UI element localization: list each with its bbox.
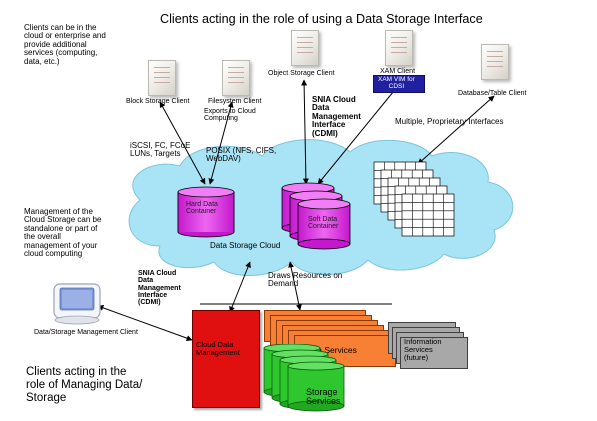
database-table-grids [373,161,455,237]
xam-client-label: XAM Client [380,68,416,75]
hard-container-label: Hard Data Container [186,201,218,216]
soft-data-container-shape [281,182,351,250]
filesystem-client-icon [222,60,250,96]
cdmi-left-label: SNIA Cloud Data Management Interface (CD… [138,270,181,307]
cloud-data-management-box: Cloud Data Management [192,310,260,408]
xam-client-icon [385,30,413,66]
top-title: Clients acting in the role of using a Da… [160,12,483,26]
storage-services-stack [263,344,345,412]
filesystem-client-label: Filesystem Client [208,98,262,105]
database-client-icon [481,44,509,80]
block-storage-client-label: Block Storage Client [126,98,190,105]
object-storage-client-label: Object Storage Client [268,70,335,77]
database-client-label: Database/Table Client [458,90,527,97]
arrow-xam-to-soft [317,85,399,185]
block-storage-client-icon [148,60,176,96]
arrow-db-to-tables [417,95,495,165]
arrow-fs-to-hard [208,101,234,185]
exports-label: Exports to Cloud Computing [204,108,256,123]
clients-cloud-note: Clients can be in the cloud or enterpris… [24,23,106,66]
cdmi-top-label: SNIA Cloud Data Management Interface (CD… [312,95,361,138]
posix-label: POSIX (NFS, CIFS, WebDAV) [206,146,277,164]
storage-services-label: Storage Services [306,387,341,407]
xam-vim-label: XAM VIM for CDSI [378,76,415,90]
bottom-title: Clients acting in the role of Managing D… [26,366,143,404]
arrow-mgmt-client-to-cloud [97,305,193,341]
arrow-cloud-to-services [288,261,302,311]
object-storage-client-icon [291,30,319,66]
soft-container-label: Soft Data Container [308,216,339,231]
hard-data-container-shape [177,186,235,238]
table-grid-icon [401,193,455,237]
proprietary-label: Multiple, Proprietary Interfaces [395,117,504,126]
arrow-block-to-hard [159,101,206,185]
arrow-object-to-soft [301,79,309,185]
cloud-label: Data Storage Cloud [210,241,281,250]
monitor-icon [53,283,101,325]
management-client-label: Data/Storage Management Client [34,329,138,336]
draws-resources-label: Draws Resources on Demand [268,271,343,289]
cloud-data-management-label: Cloud Data Management [196,340,240,357]
iscsi-label: iSCSI, FC, FCoE LUNs, Targets [130,141,191,159]
xam-vim-box: XAM VIM for CDSI [373,75,425,93]
management-note: Management of the Cloud Storage can be s… [24,207,102,258]
information-services-label: Information Services (future) [404,337,442,362]
